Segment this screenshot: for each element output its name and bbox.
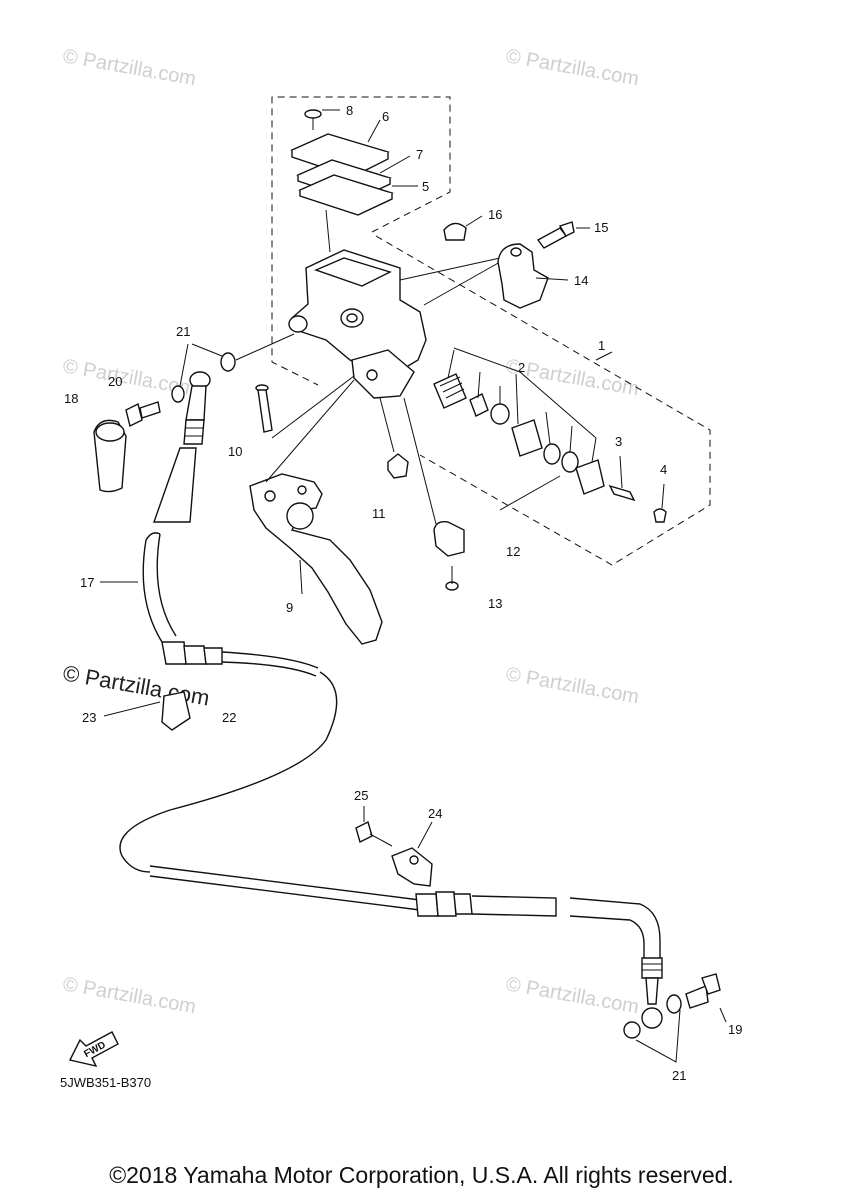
lever-part-9 (249, 379, 383, 645)
callout-23: 23 (82, 710, 96, 725)
callout-21-top: 21 (176, 324, 190, 339)
watermark-6: © Partzilla.com (61, 973, 198, 1018)
hose-part-17 (100, 532, 177, 643)
callouts: 1 2 3 4 5 6 7 8 9 10 11 12 13 14 15 16 1… (64, 103, 742, 1083)
callout-1: 1 (598, 338, 605, 353)
callout-17: 17 (80, 575, 94, 590)
screw-part-8 (304, 109, 340, 130)
callout-7: 7 (416, 147, 423, 162)
callout-4: 4 (660, 462, 667, 477)
callout-5: 5 (422, 179, 429, 194)
callout-11: 11 (372, 506, 386, 521)
bolt-part-20 (125, 401, 161, 428)
piston-kit-box (375, 235, 711, 566)
callout-6: 6 (382, 109, 389, 124)
callout-18: 18 (64, 391, 78, 406)
upper-hose-fitting (153, 371, 211, 523)
callout-21-bottom: 21 (672, 1068, 686, 1083)
cap-part-16 (443, 215, 483, 241)
hose-fitting-lower-left (161, 641, 319, 677)
washers-part-21-top (171, 333, 295, 403)
boot-part-18 (93, 419, 127, 493)
lower-right-hose (569, 897, 727, 1063)
reservoir-cap-stack (290, 119, 418, 253)
fwd-arrow: FWD (68, 1031, 119, 1068)
callout-19: 19 (728, 1022, 742, 1037)
switch-part-12 (403, 397, 465, 557)
piston-kit-part-2 (433, 347, 605, 495)
callout-15: 15 (594, 220, 608, 235)
dashed-outlines (271, 96, 711, 566)
callout-3: 3 (615, 434, 622, 449)
bracket-part-23 (103, 691, 191, 731)
callout-16: 16 (488, 207, 502, 222)
part-3-and-4 (608, 455, 667, 523)
leader-lines (299, 351, 613, 595)
callout-9: 9 (286, 600, 293, 615)
callout-8: 8 (346, 103, 353, 118)
nut-part-11 (379, 397, 409, 479)
bolt-part-15 (536, 221, 590, 249)
reservoir-cap-box (271, 96, 451, 386)
lower-fitting-assembly (355, 806, 557, 917)
watermark-5: © Partzilla.com (504, 663, 641, 708)
bolt-part-10 (255, 375, 355, 439)
watermark-2: © Partzilla.com (504, 45, 641, 90)
callout-10: 10 (228, 444, 242, 459)
callout-22: 22 (222, 710, 236, 725)
master-cylinder-body (288, 249, 501, 399)
watermark-1: © Partzilla.com (61, 45, 198, 90)
brake-line (119, 671, 421, 911)
copyright-notice: ©2018 Yamaha Motor Corporation, U.S.A. A… (109, 1162, 734, 1188)
callout-13: 13 (488, 596, 502, 611)
callout-2: 2 (518, 360, 525, 375)
callout-12: 12 (506, 544, 520, 559)
callout-25: 25 (354, 788, 368, 803)
callout-20: 20 (108, 374, 122, 389)
diagram-code: 5JWB351-B370 (60, 1075, 152, 1090)
clamp-part-14 (497, 243, 569, 309)
callout-14: 14 (574, 273, 588, 288)
screw-part-13 (445, 566, 459, 591)
callout-24: 24 (428, 806, 442, 821)
watermark-strong: © Partzilla.com (61, 660, 211, 710)
watermark-7: © Partzilla.com (504, 973, 641, 1018)
